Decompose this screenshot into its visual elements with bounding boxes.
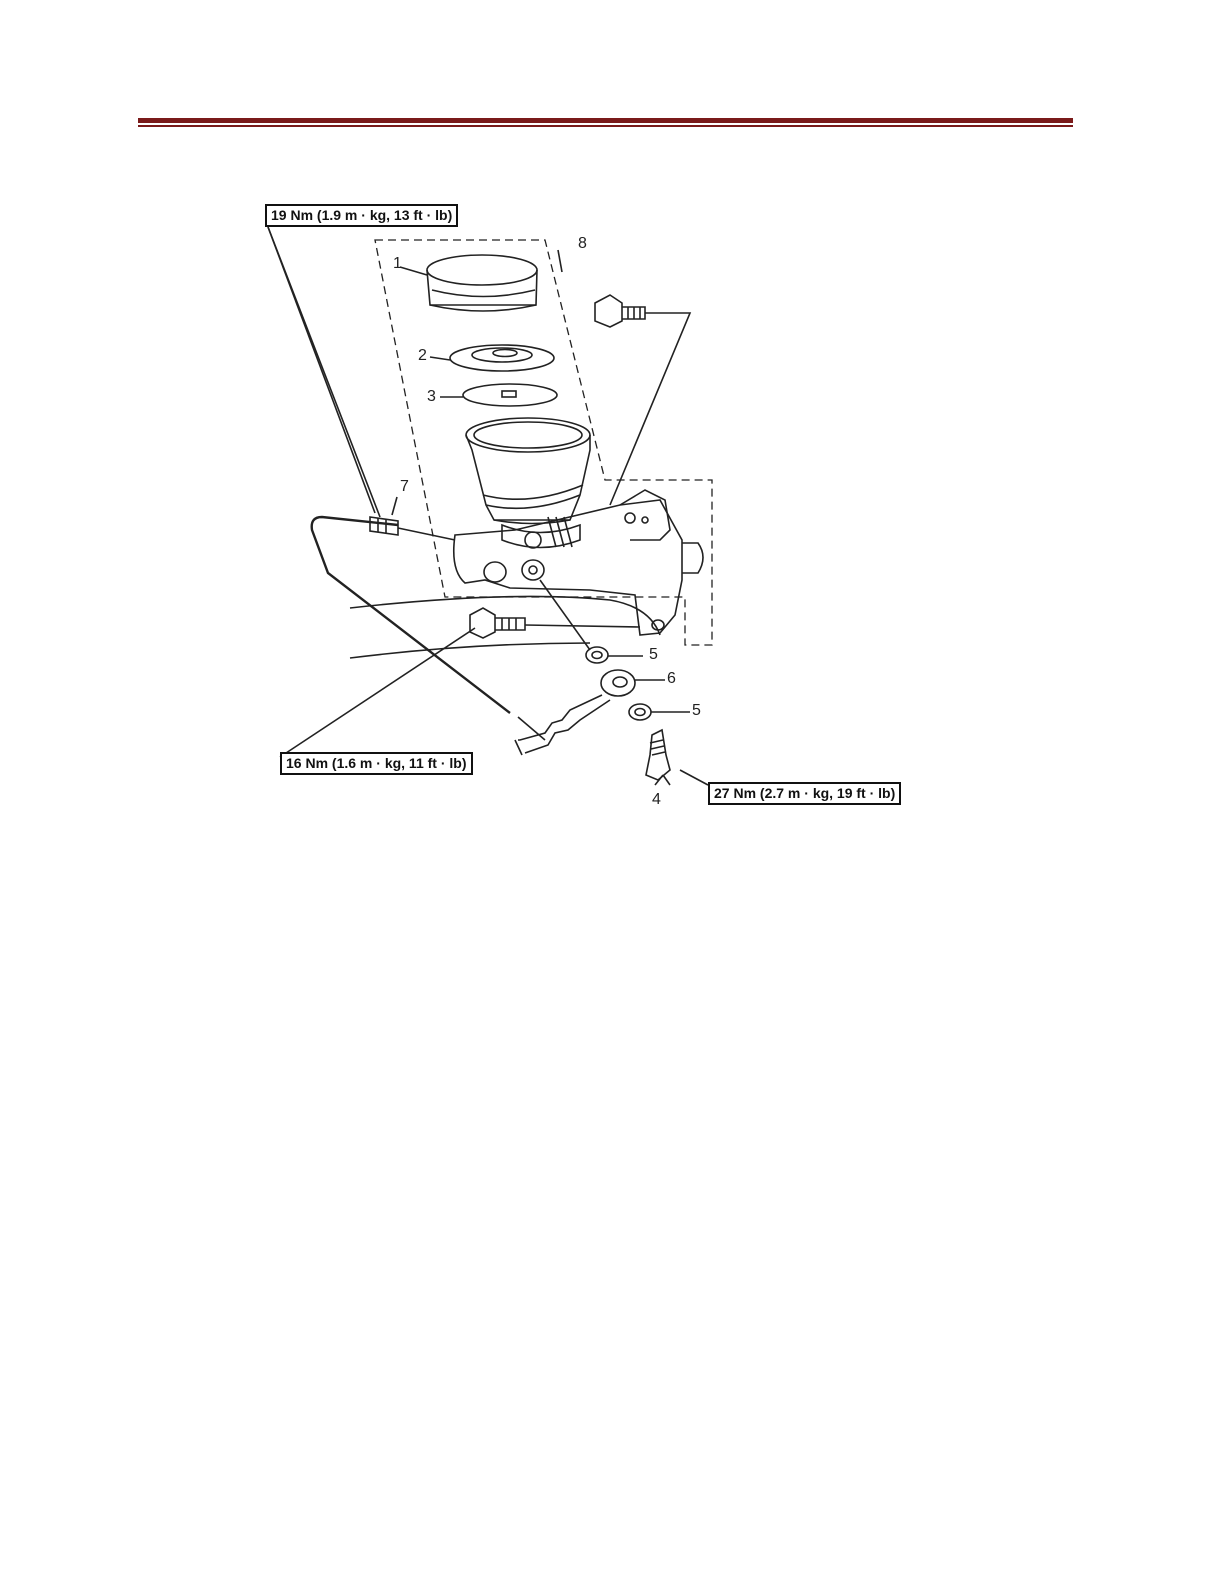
torque-label-banjo-bolt: 27 Nm (2.7 m · kg, 19 ft · lb) bbox=[708, 782, 901, 805]
mounting-flange bbox=[620, 490, 670, 540]
brake-hose bbox=[518, 695, 602, 740]
hose-clamp bbox=[502, 525, 580, 548]
master-cylinder-exploded-diagram: 19 Nm (1.9 m · kg, 13 ft · lb) 16 Nm (1.… bbox=[250, 195, 950, 825]
mounting-bolt-upper bbox=[595, 295, 622, 327]
callout-4: 4 bbox=[652, 791, 661, 809]
crush-washer-lower bbox=[629, 704, 651, 720]
reservoir-cap-top bbox=[427, 255, 537, 285]
header-rule-thin bbox=[138, 125, 1073, 127]
callout-7: 7 bbox=[400, 478, 409, 496]
banjo-fitting bbox=[601, 670, 635, 696]
leader-left-torque bbox=[280, 628, 475, 757]
mounting-bolt-lower bbox=[470, 608, 495, 638]
banjo-bolt bbox=[646, 730, 670, 780]
line-fitting bbox=[370, 517, 398, 535]
callout-5-lower: 5 bbox=[692, 702, 701, 720]
callout-3: 3 bbox=[427, 388, 436, 406]
callout-8: 8 bbox=[578, 235, 587, 253]
reservoir-top bbox=[466, 418, 590, 452]
leader-right-torque bbox=[680, 770, 708, 785]
callout-6: 6 bbox=[667, 670, 676, 688]
leader-top-torque-b bbox=[268, 227, 375, 513]
reservoir-cap-body bbox=[427, 270, 537, 305]
callout-2: 2 bbox=[418, 347, 427, 365]
float-plate bbox=[463, 384, 557, 406]
brake-line bbox=[312, 517, 510, 713]
callout-5-upper: 5 bbox=[649, 646, 658, 664]
torque-label-mounting-bolt: 16 Nm (1.6 m · kg, 11 ft · lb) bbox=[280, 752, 473, 775]
diagram-drawing bbox=[250, 195, 950, 825]
push-rod-boot bbox=[682, 543, 703, 573]
firewall-line-lower bbox=[350, 643, 590, 658]
torque-label-reservoir-bolt: 19 Nm (1.9 m · kg, 13 ft · lb) bbox=[265, 204, 458, 227]
leader-bolt-top bbox=[610, 313, 690, 505]
callout-1: 1 bbox=[393, 255, 402, 273]
header-rule bbox=[138, 118, 1073, 127]
